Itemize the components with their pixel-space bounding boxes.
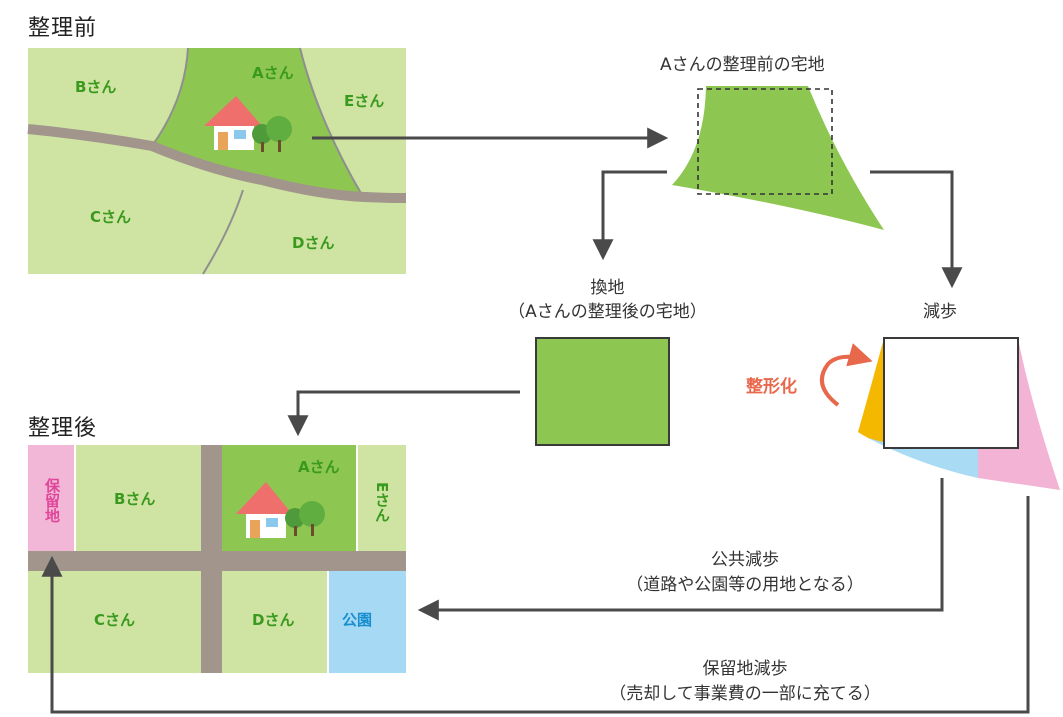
arrow-to-after-map: [287, 390, 520, 437]
reduction-title: 減歩: [923, 302, 957, 322]
before-title: 整理前: [28, 16, 98, 41]
arrow-to-reduction: [870, 170, 963, 289]
boundary-line: [202, 189, 244, 275]
after-title: 整理後: [28, 416, 98, 441]
after-map: Bさん Aさん Cさん Dさん 公園: [28, 445, 406, 673]
owner-c-label: Cさん: [90, 208, 131, 226]
owner-b-label: Bさん: [75, 78, 116, 96]
house-icon: [236, 482, 325, 538]
after-road-vertical: [201, 445, 222, 673]
park-lot: [328, 571, 406, 673]
after-owner-c-label: Cさん: [94, 611, 135, 629]
after-owner-a-label: Aさん: [298, 458, 340, 476]
reserve-reduction-arrow: [41, 496, 1030, 714]
before-road: [27, 124, 407, 203]
reduction-shape: [858, 337, 1060, 490]
a-lot-before-title: Aさんの整理前の宅地: [660, 55, 825, 75]
arrow-to-replot: [592, 170, 667, 261]
public-reduction-line1: 公共減歩: [711, 550, 779, 570]
boundary-line: [299, 47, 363, 196]
public-reduction-line2: （道路や公園等の用地となる）: [626, 575, 864, 595]
replot-lot: [535, 337, 670, 446]
after-owner-b-label: Bさん: [114, 490, 155, 508]
a-lot-after: [222, 445, 357, 551]
reserve-reduction-line2: （売却して事業費の一部に充てる）: [609, 684, 881, 704]
replot-caption-line2: （Aさんの整理後の宅地）: [508, 302, 707, 322]
public-reduction-arrow: [417, 478, 944, 621]
a-lot-before-shape: [672, 86, 884, 230]
before-map: Bさん Aさん Eさん Cさん Dさん: [27, 47, 407, 275]
after-owner-e-label: Eさん: [373, 481, 391, 523]
house-icon: [204, 96, 292, 152]
owner-e-label: Eさん: [344, 92, 384, 110]
park-label: 公園: [342, 611, 372, 629]
reserved-land-lot: [28, 445, 75, 551]
reserve-reduction-line1: 保留地減歩: [702, 659, 788, 679]
reshape-arrow: [819, 343, 873, 407]
owner-d-label: Dさん: [292, 234, 334, 252]
reshape-label: 整形化: [746, 376, 797, 397]
boundary-line: [151, 47, 189, 147]
after-owner-d-label: Dさん: [252, 611, 294, 629]
reduction-rect: [883, 337, 1019, 449]
reserved-land-label: 保留地: [43, 477, 61, 523]
dashed-target-rect: [697, 88, 833, 195]
owner-a-label: Aさん: [252, 64, 294, 82]
replot-caption-line1: 換地: [590, 278, 625, 298]
